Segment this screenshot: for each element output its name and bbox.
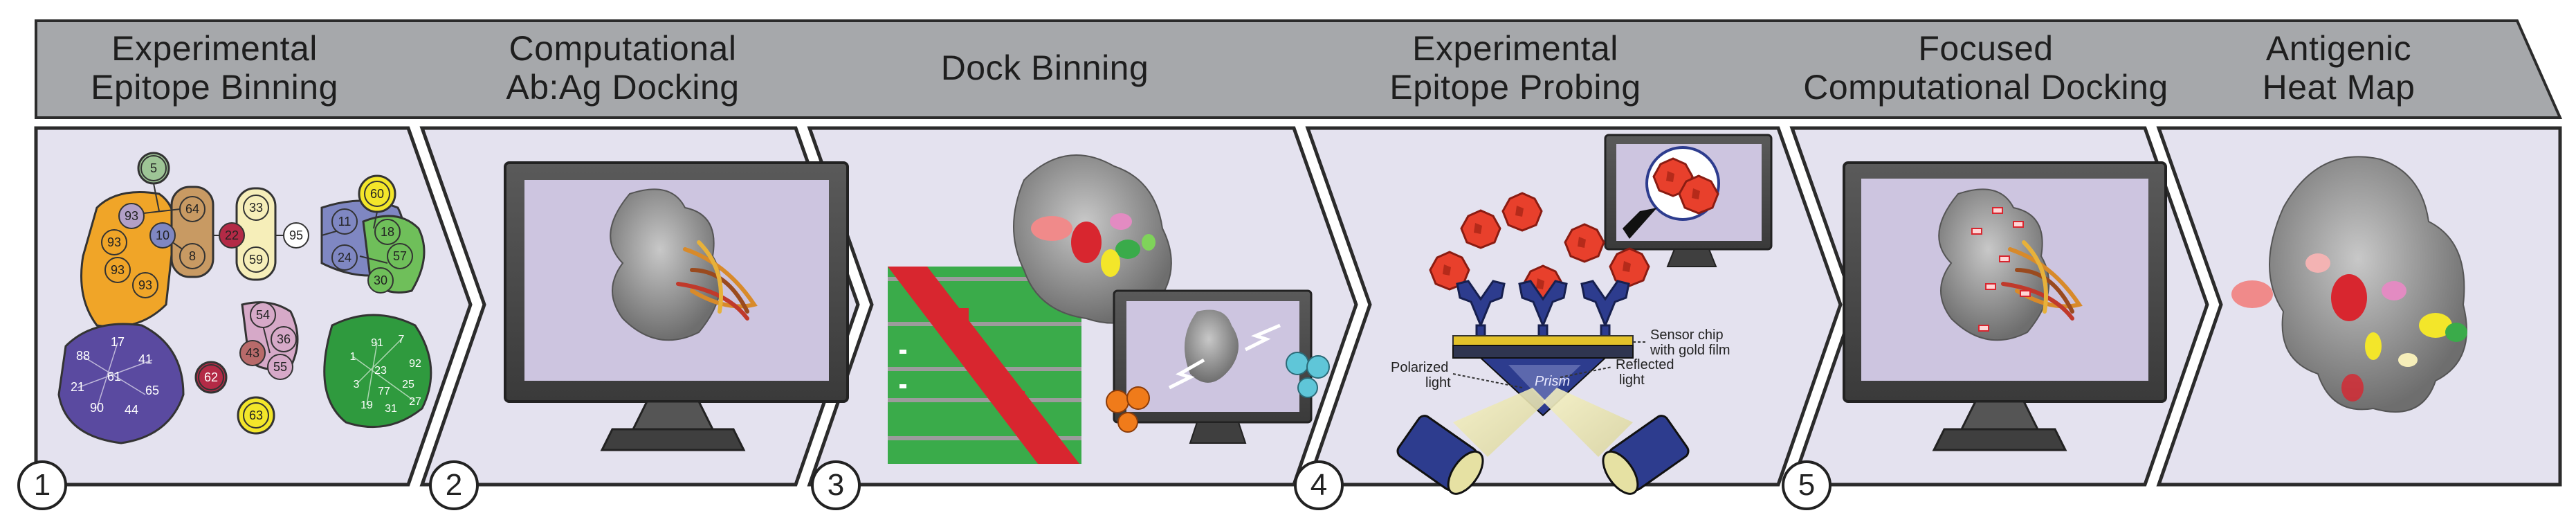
binning-network: 5 93 10 64 8 33 22 59 95 60 18 11 24 — [57, 152, 432, 444]
svg-text:25: 25 — [402, 379, 414, 390]
svg-text:30: 30 — [374, 273, 387, 287]
reflected-label-1: Reflected — [1616, 357, 1674, 372]
step-label-focused-docking: Focused Computational Docking — [1803, 29, 2168, 107]
svg-text:57: 57 — [393, 249, 407, 263]
svg-text:21: 21 — [71, 380, 84, 394]
polarized-label-2: light — [1425, 375, 1451, 390]
focused-docking-monitor — [1843, 161, 2167, 451]
svg-text:60: 60 — [370, 187, 384, 201]
step-number-3: 3 — [811, 460, 861, 510]
svg-text:33: 33 — [249, 201, 263, 215]
svg-text:93: 93 — [125, 209, 138, 223]
svg-text:43: 43 — [246, 346, 259, 360]
dock-binning-monitor — [1106, 289, 1330, 444]
svg-text:54: 54 — [256, 308, 270, 322]
svg-text:55: 55 — [273, 360, 287, 374]
svg-text:11: 11 — [338, 215, 351, 228]
svg-text:93: 93 — [111, 263, 125, 277]
svg-text:59: 59 — [249, 253, 263, 267]
antigenic-heatmap — [2231, 156, 2467, 413]
svg-text:44: 44 — [125, 403, 138, 417]
svg-text:18: 18 — [381, 225, 394, 239]
svg-text:95: 95 — [289, 228, 303, 242]
svg-text:93: 93 — [138, 278, 152, 292]
svg-text:41: 41 — [138, 352, 152, 366]
svg-text:36: 36 — [277, 332, 291, 346]
svg-text:22: 22 — [225, 228, 239, 242]
docking-monitor — [504, 161, 849, 451]
spr-setup: Sensor chip with gold film Prism Polariz… — [1391, 192, 1730, 495]
svg-text:8: 8 — [189, 249, 196, 263]
prism-label: Prism — [1535, 374, 1570, 389]
dock-binning-protein — [1013, 154, 1172, 324]
step-label-dock-binning: Dock Binning — [940, 48, 1149, 87]
svg-text:64: 64 — [185, 202, 199, 216]
step-label-ab-ag-docking: Computational Ab:Ag Docking — [506, 29, 740, 107]
svg-text:62: 62 — [204, 370, 218, 384]
reflected-label-2: light — [1619, 372, 1645, 388]
svg-text:23: 23 — [374, 365, 387, 377]
svg-text:19: 19 — [360, 399, 373, 411]
svg-text:27: 27 — [409, 396, 421, 408]
svg-text:77: 77 — [378, 386, 390, 397]
bin-node-5: 5 — [150, 161, 157, 175]
svg-text:10: 10 — [156, 228, 170, 242]
svg-text:17: 17 — [111, 335, 125, 349]
polarized-label-1: Polarized — [1391, 360, 1448, 375]
svg-text:65: 65 — [145, 384, 159, 397]
step-number-5: 5 — [1782, 460, 1831, 510]
sensor-chip-label-1: Sensor chip — [1650, 327, 1724, 343]
step-number-4: 4 — [1294, 460, 1344, 510]
svg-text:63: 63 — [249, 408, 263, 422]
svg-text:31: 31 — [385, 403, 397, 415]
svg-text:3: 3 — [354, 379, 360, 390]
step-label-epitope-binning: Experimental Epitope Binning — [91, 29, 338, 107]
svg-text:92: 92 — [409, 358, 421, 370]
svg-text:88: 88 — [76, 349, 90, 363]
step-number-1: 1 — [17, 460, 67, 510]
step-label-epitope-probing: Experimental Epitope Probing — [1389, 29, 1641, 107]
svg-text:24: 24 — [338, 251, 351, 264]
step-number-2: 2 — [429, 460, 479, 510]
svg-text:93: 93 — [107, 235, 121, 249]
sensor-chip-label-2: with gold film — [1650, 343, 1730, 358]
probing-monitor — [1604, 134, 1773, 267]
header-arrow — [35, 19, 2563, 119]
step-label-heat-map: Antigenic Heat Map — [2262, 29, 2415, 107]
